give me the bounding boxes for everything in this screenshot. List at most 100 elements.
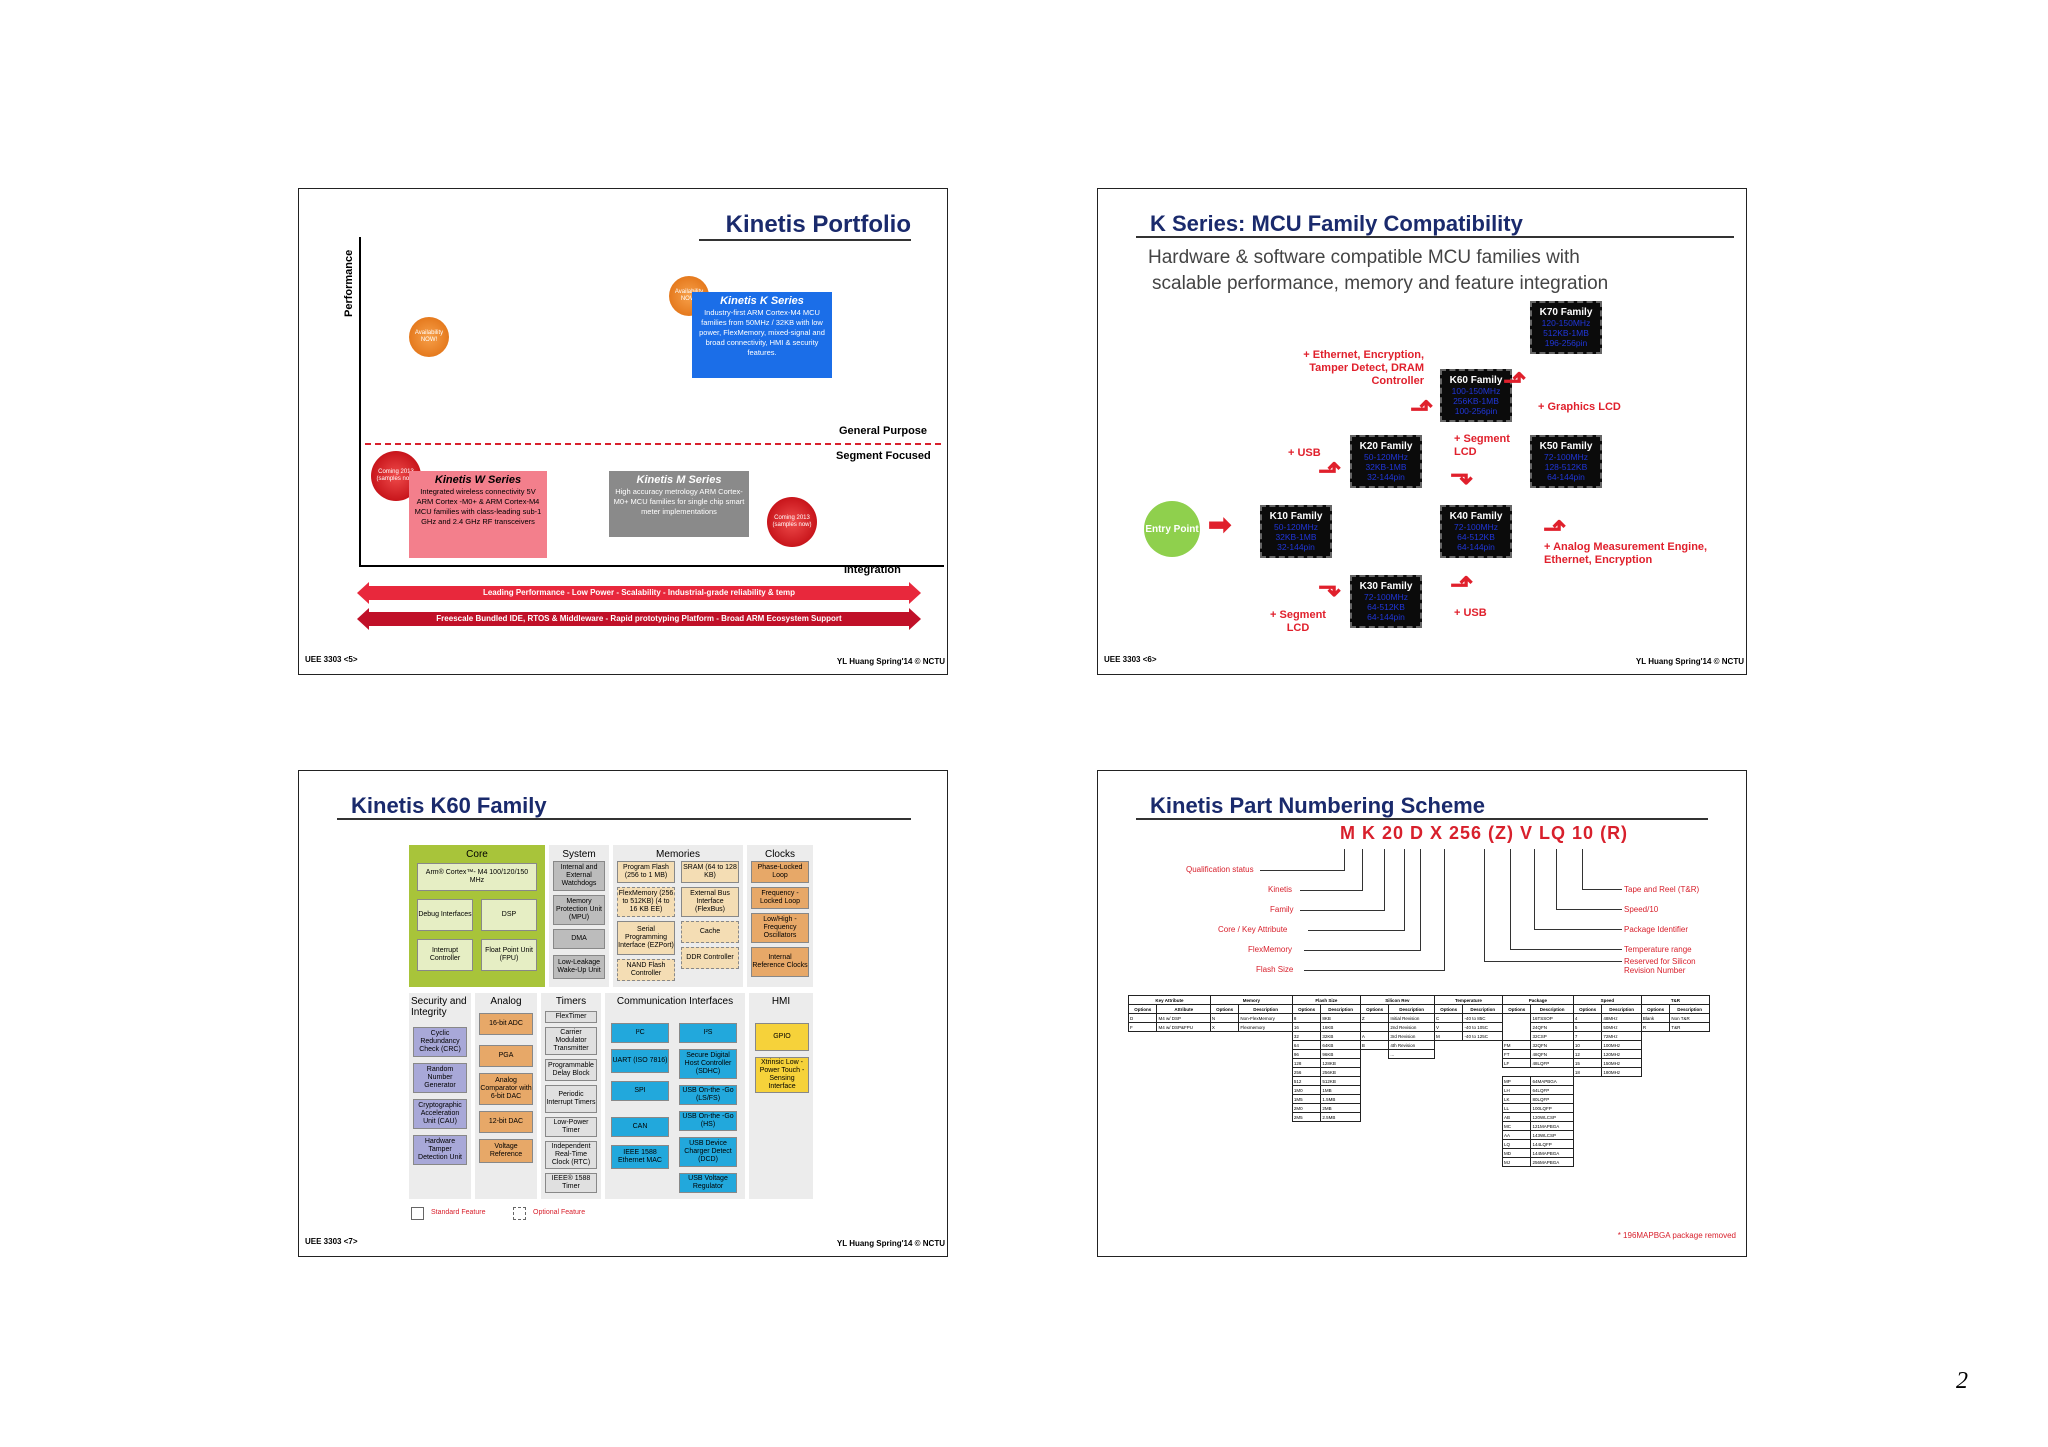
- table-cell: 7: [1572, 1031, 1603, 1041]
- table-header-cell: Options: [1640, 1004, 1671, 1014]
- annotation-graphics: + Graphics LCD: [1538, 401, 1621, 413]
- label-left: FlexMemory: [1248, 945, 1293, 954]
- table-cell: [1670, 1122, 1710, 1131]
- table-cell: 64MAPBGA: [1530, 1076, 1574, 1086]
- k-series-box: Kinetis K Series Industry-first ARM Cort…: [692, 292, 832, 378]
- table-cell: [1360, 1086, 1388, 1095]
- table-cell: [1157, 1113, 1210, 1122]
- table-cell: [1157, 1158, 1210, 1167]
- table-cell: [1210, 1032, 1238, 1041]
- table-cell: [1321, 1158, 1361, 1167]
- table-cell: [1602, 1131, 1642, 1140]
- table-cell: [1389, 1158, 1435, 1167]
- analog-block: 16-bit ADC: [479, 1013, 533, 1035]
- chip-pins: 100-256pin: [1454, 406, 1498, 416]
- chip-memory: 128-512KB: [1544, 462, 1588, 472]
- security-block: Random Number Generator: [413, 1063, 467, 1093]
- system-block: Memory Protection Unit (MPU): [553, 895, 605, 925]
- table-cell: [1389, 1113, 1435, 1122]
- table-cell: B: [1359, 1040, 1390, 1050]
- comm-block: SPI: [611, 1081, 669, 1101]
- chip-name: K70 Family: [1539, 307, 1593, 318]
- table-cell: [1573, 1095, 1601, 1104]
- chip-k40: K40 Family 72-100MHz 64-512KB 64-144pin: [1440, 505, 1512, 558]
- table-cell: [1129, 1077, 1157, 1086]
- footer-right: YL Huang Spring'14 © NCTU: [1635, 657, 1744, 666]
- table-cell: 80LQFP: [1530, 1094, 1574, 1104]
- table-cell: MD: [1501, 1148, 1532, 1158]
- table-cell: LK: [1501, 1094, 1532, 1104]
- chip-name: K50 Family: [1539, 441, 1593, 452]
- comm-block: USB On-the -Go (LS/FS): [679, 1085, 737, 1105]
- table-cell: 8: [1291, 1013, 1322, 1023]
- table-cell: [1602, 1104, 1642, 1113]
- core-block: Interrupt Controller: [417, 939, 473, 971]
- table-cell: [1602, 1077, 1642, 1086]
- table-cell: 12: [1572, 1049, 1603, 1059]
- table-cell: [1157, 1095, 1210, 1104]
- core-block: Debug Interfaces: [417, 899, 473, 931]
- table-cell: [1360, 1050, 1388, 1059]
- table-cell: [1641, 1095, 1669, 1104]
- memory-block: FlexMemory (256 to 512KB) (4 to 16 KB EE…: [617, 887, 675, 917]
- chip-k20: K20 Family 50-120MHz 32KB-1MB 32-144pin: [1350, 435, 1422, 488]
- chip-pins: 32-144pin: [1367, 472, 1405, 482]
- footer-left: UEE 3303 <6>: [1104, 655, 1157, 664]
- table-cell: M: [1433, 1031, 1464, 1041]
- label-left: Qualification status: [1186, 865, 1254, 874]
- table-cell: [1463, 1059, 1503, 1068]
- security-block: Hardware Tamper Detection Unit: [413, 1135, 467, 1165]
- table-cell: 48QFN: [1530, 1049, 1574, 1059]
- table-cell: [1129, 1032, 1157, 1041]
- footer-right: YL Huang Spring'14 © NCTU: [836, 1239, 945, 1248]
- table-cell: [1239, 1086, 1292, 1095]
- timer-block: Programmable Delay Block: [545, 1059, 597, 1081]
- table-cell: [1641, 1104, 1669, 1113]
- entry-point-circle: Entry Point: [1144, 501, 1200, 557]
- table-cell: [1360, 1158, 1388, 1167]
- chip-k50: K50 Family 72-100MHz 128-512KB 64-144pin: [1530, 435, 1602, 488]
- table-cell: [1157, 1050, 1210, 1059]
- table-cell: 96: [1291, 1049, 1322, 1059]
- table-cell: 32QFN: [1530, 1040, 1574, 1050]
- table-cell: LF: [1501, 1058, 1532, 1068]
- table-cell: [1434, 1050, 1462, 1059]
- security-block: Cryptographic Acceleration Unit (CAU): [413, 1099, 467, 1129]
- table-cell: [1434, 1077, 1462, 1086]
- table-cell: [1463, 1149, 1503, 1158]
- label-left: Kinetis: [1268, 885, 1293, 894]
- connector-line: [1304, 950, 1420, 951]
- clock-block: Low/High -Frequency Oscillators: [751, 913, 809, 943]
- table-cell: [1602, 1113, 1642, 1122]
- security-section: [409, 993, 471, 1199]
- table-cell: [1602, 1122, 1642, 1131]
- table-cell: [1129, 1059, 1157, 1068]
- k-series-title: Kinetis K Series: [720, 295, 804, 307]
- table-header-cell: Description: [1388, 1004, 1435, 1014]
- table-cell: 2.5MB: [1320, 1112, 1361, 1122]
- table-group: T&R: [1640, 995, 1711, 1005]
- table-cell: [1129, 1149, 1157, 1158]
- table-cell: [1210, 1140, 1238, 1149]
- table-cell: [1641, 1086, 1669, 1095]
- footnote: * 196MAPBGA package removed: [1617, 1231, 1736, 1240]
- chip-speed: 72-100MHz: [1544, 452, 1588, 462]
- system-block: Internal and External Watchdogs: [553, 861, 605, 891]
- subtitle-line2: scalable performance, memory and feature…: [1152, 273, 1609, 294]
- table-cell: 256KB: [1320, 1067, 1361, 1077]
- table-cell: FM: [1501, 1040, 1532, 1050]
- table-cell: [1210, 1095, 1238, 1104]
- timer-block: Low-Power Timer: [545, 1117, 597, 1137]
- table-cell: [1602, 1149, 1642, 1158]
- title-underline: [1136, 236, 1734, 238]
- table-cell: [1670, 1131, 1710, 1140]
- table-cell: [1463, 1140, 1503, 1149]
- memory-block: DDR Controller: [681, 947, 739, 969]
- table-cell: [1321, 1149, 1361, 1158]
- table-cell: [1573, 1113, 1601, 1122]
